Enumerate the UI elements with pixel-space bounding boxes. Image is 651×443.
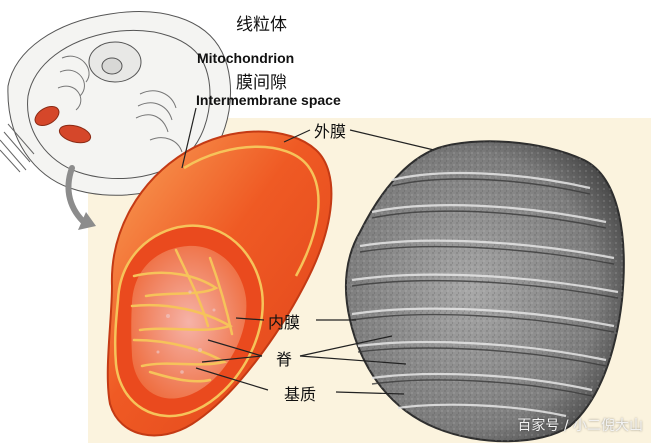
leader-cristae-a [207,339,263,357]
cell-sketch [0,11,232,196]
leader-inner-left [235,317,265,321]
label-inner-membrane: 内膜 [268,313,301,332]
leader-matrix-right [335,391,405,395]
label-intermembrane-space-cn: 膜间隙 [236,73,287,93]
leader-cristae-c [299,335,393,357]
label-cristae: 脊 [276,350,293,369]
label-outer-membrane: 外膜 [314,122,347,141]
leader-outer-left [283,129,311,143]
electron-micrograph [344,140,625,443]
leader-outer-right [349,129,435,151]
label-mitochondrion-cn: 线粒体 [236,15,287,35]
leader-matrix-left [195,367,269,391]
label-mitochondrion-en: Mitochondrion [197,50,295,66]
watermark: 百家号 / 小二倪大山 [517,418,643,434]
leader-cristae-d [299,355,407,365]
label-matrix: 基质 [284,385,317,404]
leader-cristae-b [201,355,263,363]
leader-lines [181,107,435,395]
label-intermembrane-space-en: Intermembrane space [196,92,341,108]
zoom-arrow [65,165,96,230]
leader-ims [181,107,197,169]
